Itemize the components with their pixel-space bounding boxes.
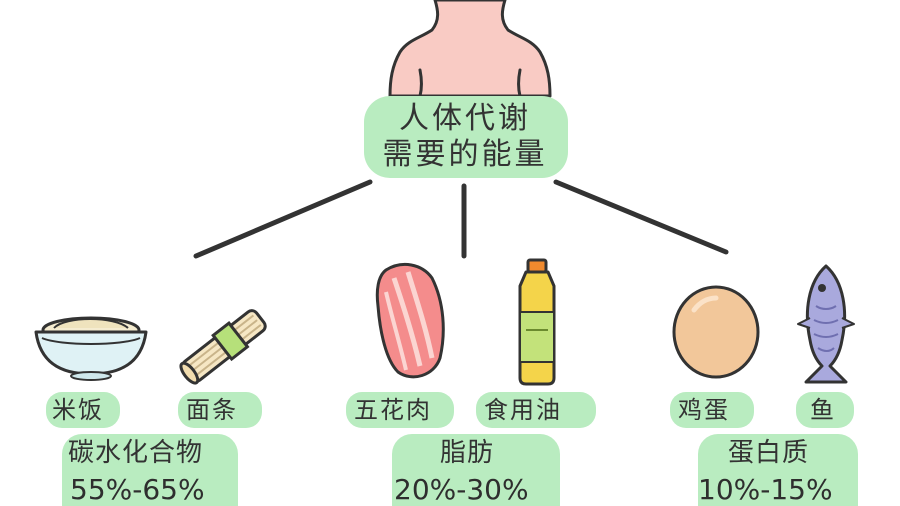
carb-bg bbox=[62, 434, 238, 506]
protein-name: 蛋白质 bbox=[728, 438, 810, 468]
egg-icon bbox=[672, 285, 760, 379]
carb-name: 碳水化合物 bbox=[68, 438, 204, 468]
egg-label: 鸡蛋 bbox=[678, 396, 730, 424]
cooking-oil-icon bbox=[518, 258, 556, 386]
egg-label-bg bbox=[670, 392, 754, 428]
pork-belly-label-bg bbox=[346, 392, 454, 428]
fish-icon bbox=[797, 264, 855, 384]
fat-name: 脂肪 bbox=[440, 438, 495, 468]
center-highlight bbox=[364, 96, 568, 178]
noodles-label-bg bbox=[178, 392, 262, 428]
fish-label: 鱼 bbox=[810, 396, 836, 424]
protein-bg bbox=[698, 434, 858, 506]
rice-label-bg bbox=[46, 392, 120, 428]
fat-bg bbox=[392, 434, 560, 506]
center-title-line-2: 需要的能量 bbox=[382, 137, 548, 172]
fish-label-bg bbox=[796, 392, 854, 428]
pork-belly-icon bbox=[375, 262, 445, 379]
carb-percent: 55%-65% bbox=[70, 473, 205, 506]
human-torso-icon bbox=[388, 0, 552, 98]
noodles-label: 面条 bbox=[186, 396, 238, 424]
fat-percent: 20%-30% bbox=[394, 473, 529, 506]
protein-percent: 10%-15% bbox=[698, 473, 833, 506]
noodles-icon bbox=[179, 309, 267, 385]
rice-bowl-icon bbox=[34, 316, 148, 381]
connector-left bbox=[193, 179, 373, 259]
center-title-line-1: 人体代谢 bbox=[399, 101, 531, 136]
pork-belly-label: 五花肉 bbox=[354, 396, 432, 424]
rice-label: 米饭 bbox=[52, 396, 104, 424]
cooking-oil-label-bg bbox=[476, 392, 596, 428]
connector-right bbox=[553, 179, 729, 255]
cooking-oil-label: 食用油 bbox=[484, 396, 562, 424]
